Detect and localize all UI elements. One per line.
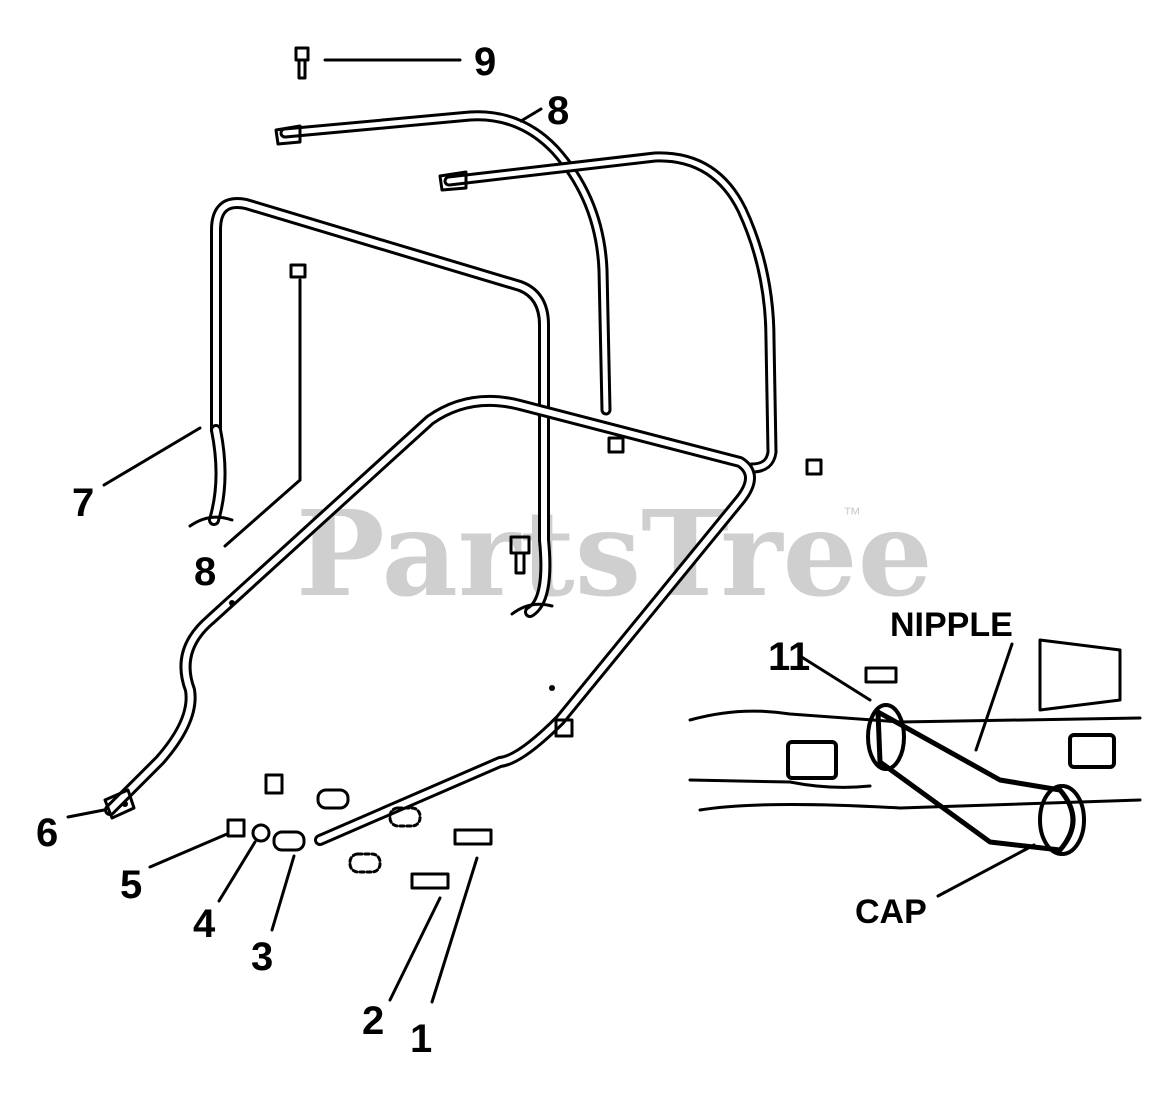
mid-handle-part <box>188 197 554 618</box>
watermark-text: PartsTree <box>296 484 933 623</box>
callout-9: 9 <box>474 40 496 84</box>
hardware <box>226 46 823 890</box>
callout-5: 5 <box>120 863 142 907</box>
callout-nipple: NIPPLE <box>890 606 1013 644</box>
callout-cap: CAP <box>855 893 927 931</box>
callout-3: 3 <box>251 935 273 979</box>
callout-1: 1 <box>410 1017 432 1061</box>
upper-handle-part <box>274 110 778 474</box>
callout-6: 6 <box>36 811 58 855</box>
callout-labels: 9 8 7 8 6 5 4 3 2 1 11 NIPPLE CAP <box>36 40 1013 1061</box>
callout-11: 11 <box>768 635 810 679</box>
lower-handle-part <box>103 394 756 846</box>
callout-2: 2 <box>362 999 384 1043</box>
trademark-symbol: ™ <box>843 504 861 524</box>
watermark: PartsTree ™ <box>296 484 933 623</box>
callout-8-upper: 8 <box>547 89 569 133</box>
callout-7: 7 <box>72 481 94 525</box>
callout-8-lower: 8 <box>194 550 216 594</box>
leader-lines <box>66 58 1036 1004</box>
callout-4: 4 <box>193 902 216 946</box>
engine-inset <box>688 638 1142 856</box>
